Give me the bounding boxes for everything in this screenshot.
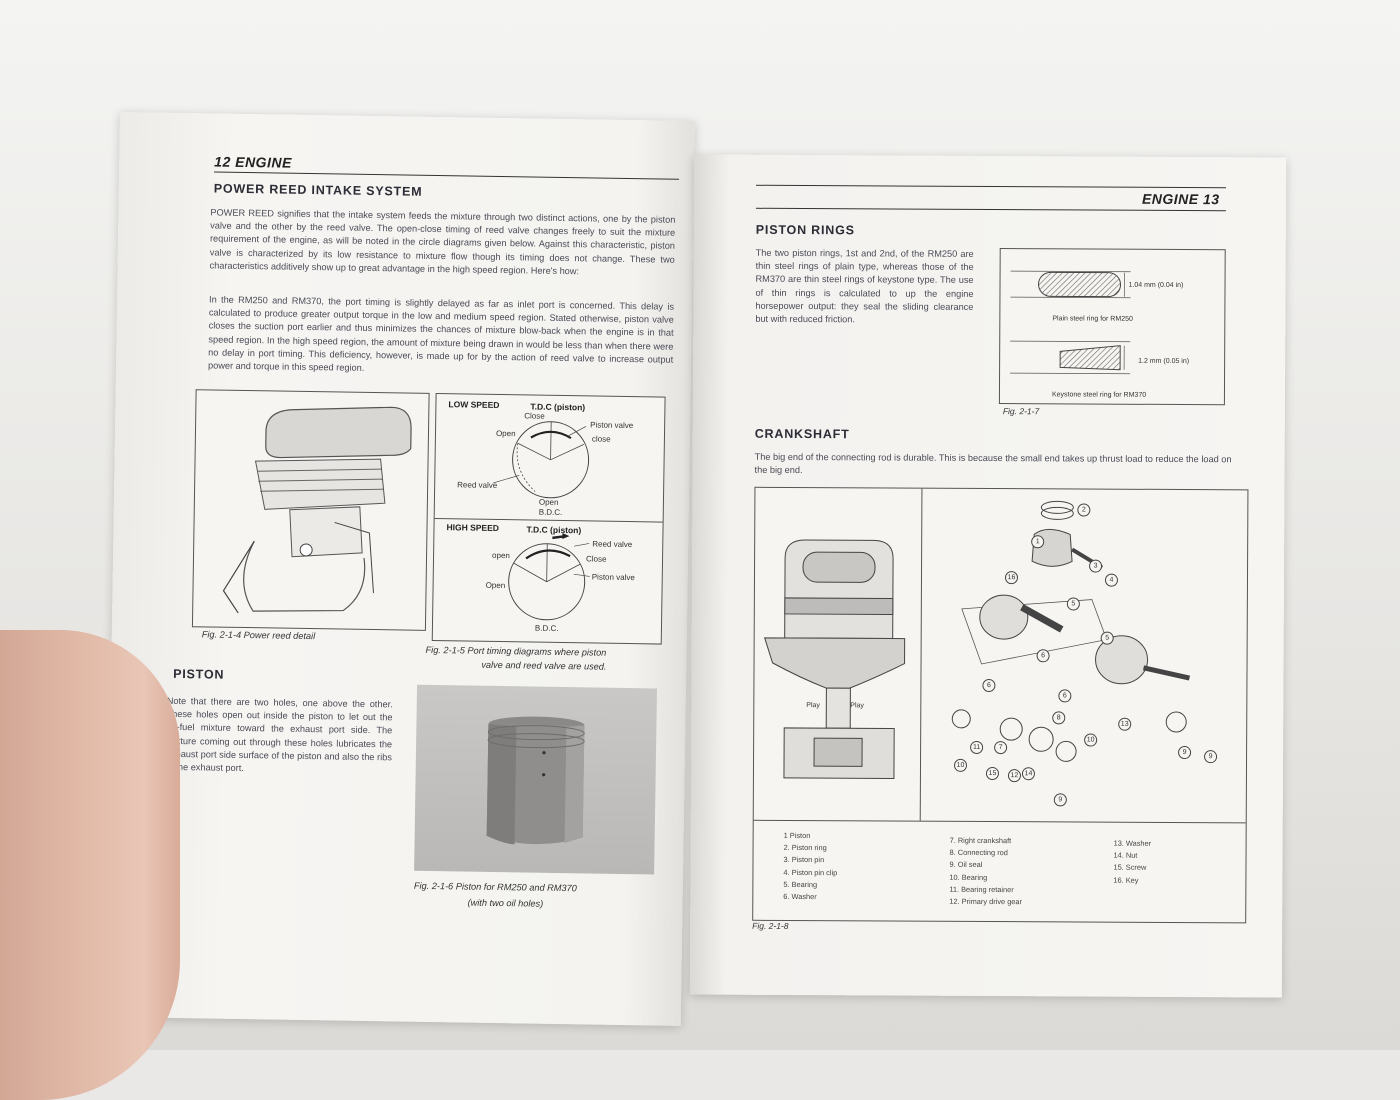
callout-number: 3 bbox=[1089, 560, 1102, 573]
play-label-right: Play bbox=[850, 702, 864, 709]
left-page: 12 ENGINE POWER REED INTAKE SYSTEM POWER… bbox=[106, 112, 695, 1026]
callout-number: 10 bbox=[1084, 734, 1097, 747]
intro-paragraph: POWER REED signifies that the intake sys… bbox=[209, 206, 675, 279]
callout-number: 6 bbox=[1058, 689, 1071, 702]
power-reed-figure bbox=[192, 389, 430, 631]
ring-sections-drawing bbox=[1000, 249, 1225, 404]
right-page: ENGINE 13 PISTON RINGS The two piston ri… bbox=[690, 154, 1286, 997]
engine-cutaway-drawing bbox=[193, 390, 429, 630]
piston-section-title: PISTON bbox=[173, 667, 224, 682]
callout-number: 9 bbox=[1204, 750, 1217, 763]
callout-number: 11 bbox=[970, 741, 983, 754]
fig-2-1-6-caption-line1: Fig. 2-1-6 Piston for RM250 and RM370 bbox=[414, 879, 577, 896]
header-rule bbox=[214, 171, 679, 179]
callout-number: 12 bbox=[1008, 769, 1021, 782]
callout-number: 5 bbox=[1101, 632, 1114, 645]
piston-photo bbox=[414, 685, 657, 875]
callout-number: 9 bbox=[1054, 793, 1067, 806]
callout-number: 9 bbox=[1178, 746, 1191, 759]
fig-2-1-4-caption: Fig. 2-1-4 Power reed detail bbox=[202, 627, 316, 643]
piston-rings-paragraph: The two piston rings, 1st and 2nd, of th… bbox=[755, 247, 973, 327]
high-open2-label: Open bbox=[486, 581, 506, 590]
page-header-right: ENGINE 13 bbox=[1142, 191, 1220, 207]
fig-2-1-5-caption-line2: valve and reed valve are used. bbox=[481, 658, 606, 674]
high-speed-title: HIGH SPEED bbox=[446, 522, 499, 533]
parts-list-column-2: 7. Right crankshaft 8. Connecting rod 9.… bbox=[949, 835, 1022, 909]
crankshaft-paragraph: The big end of the connecting rod is dur… bbox=[755, 451, 1233, 480]
piston-ring-figure: 1.04 mm (0.04 in) Plain steel ring for R… bbox=[999, 248, 1226, 405]
high-piston-valve-label: Piston valve bbox=[592, 572, 635, 582]
timing-circles bbox=[433, 394, 665, 644]
connecting-rod-section-drawing bbox=[754, 488, 922, 821]
piston-image bbox=[414, 685, 657, 875]
piston-rings-title: PISTON RINGS bbox=[756, 223, 855, 238]
piston-paragraph: Note that there are two holes, one above… bbox=[166, 695, 393, 778]
crankshaft-exploded-drawing bbox=[921, 489, 1248, 823]
parts-list-column-3: 13. Washer 14. Nut 15. Screw 16. Key bbox=[1113, 838, 1151, 887]
keystone-ring-dimension: 1.2 mm (0.05 in) bbox=[1138, 358, 1189, 365]
crankshaft-figure: Play Play 1 Piston 2. Piston ring 3. Pis… bbox=[752, 487, 1248, 924]
callout-number: 7 bbox=[994, 741, 1007, 754]
fig-2-1-6-caption-line2: (with two oil holes) bbox=[468, 896, 544, 911]
page-header: 12 ENGINE bbox=[214, 153, 292, 170]
keystone-ring-label: Keystone steel ring for RM370 bbox=[1052, 391, 1146, 398]
callout-number: 1 bbox=[1031, 535, 1044, 548]
header-rule-right-bottom bbox=[756, 208, 1226, 211]
callout-number: 4 bbox=[1105, 574, 1118, 587]
high-tdc-label: T.D.C (piston) bbox=[526, 524, 581, 535]
fig-2-1-5-caption-line1: Fig. 2-1-5 Port timing diagrams where pi… bbox=[425, 643, 606, 660]
port-timing-diagrams: LOW SPEED T.D.C (piston) Close Piston va… bbox=[432, 393, 666, 645]
play-label-left: Play bbox=[806, 702, 820, 709]
callout-number: 5 bbox=[1067, 597, 1080, 610]
high-bdc-label: B.D.C. bbox=[535, 624, 559, 633]
callout-number: 8 bbox=[1052, 711, 1065, 724]
callout-number: 2 bbox=[1077, 503, 1090, 516]
port-timing-paragraph: In the RM250 and RM370, the port timing … bbox=[208, 293, 674, 380]
high-reed-valve-label: Reed valve bbox=[592, 539, 632, 549]
high-open-label: open bbox=[492, 551, 510, 560]
fig-2-1-7-caption: Fig. 2-1-7 bbox=[1003, 404, 1039, 418]
section-title: POWER REED INTAKE SYSTEM bbox=[214, 181, 423, 198]
callout-number: 6 bbox=[982, 679, 995, 692]
high-close-label: Close bbox=[586, 554, 607, 563]
crankshaft-title: CRANKSHAFT bbox=[755, 427, 850, 441]
header-rule-right bbox=[756, 185, 1226, 188]
callout-number: 14 bbox=[1022, 767, 1035, 780]
plain-ring-dimension: 1.04 mm (0.04 in) bbox=[1129, 282, 1184, 289]
callout-number: 16 bbox=[1005, 571, 1018, 584]
callout-number: 13 bbox=[1118, 718, 1131, 731]
fig-2-1-8-caption: Fig. 2-1-8 bbox=[752, 919, 788, 933]
parts-list-column-1: 1 Piston 2. Piston ring 3. Piston pin 4.… bbox=[783, 830, 837, 903]
plain-ring-label: Plain steel ring for RM250 bbox=[1052, 315, 1133, 322]
hand bbox=[0, 630, 180, 1100]
callout-number: 15 bbox=[986, 767, 999, 780]
callout-number: 6 bbox=[1037, 649, 1050, 662]
callout-number: 10 bbox=[954, 759, 967, 772]
